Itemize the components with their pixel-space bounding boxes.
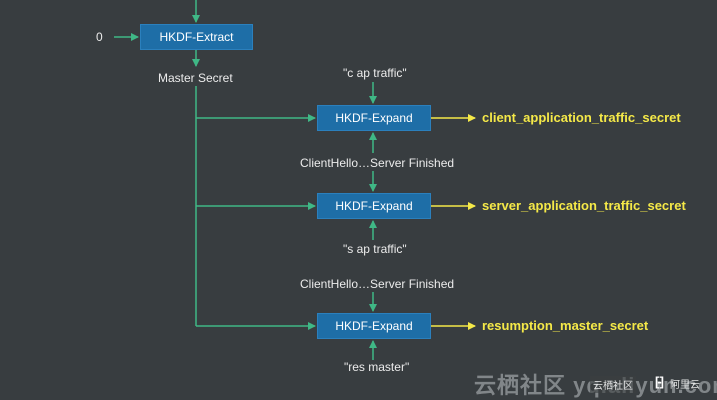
output-resumption-master-secret: resumption_master_secret (482, 318, 649, 333)
hkdf-expand-box-client: HKDF-Expand (317, 105, 431, 131)
hkdf-extract-box: HKDF-Extract (140, 24, 253, 50)
aliyun-logo-icon: [-] (655, 374, 664, 389)
output-server-application-traffic-secret: server_application_traffic_secret (482, 198, 686, 213)
output-client-application-traffic-secret: client_application_traffic_secret (482, 110, 681, 125)
watermark-brand: 阿里云 (670, 380, 700, 391)
res-master-label: "res master" (344, 360, 410, 374)
input-zero-label: 0 (96, 30, 103, 44)
transcript-label-2: ClientHello…Server Finished (300, 277, 455, 291)
s-ap-traffic-label: "s ap traffic" (343, 242, 407, 256)
hkdf-expand-box-resumption: HKDF-Expand (317, 313, 431, 339)
c-ap-traffic-label: "c ap traffic" (343, 66, 407, 80)
watermark-small-text: 云栖社区 (590, 376, 636, 393)
transcript-label-1: ClientHello…Server Finished (300, 156, 455, 170)
master-secret-label: Master Secret (158, 71, 233, 85)
hkdf-expand-box-server: HKDF-Expand (317, 193, 431, 219)
